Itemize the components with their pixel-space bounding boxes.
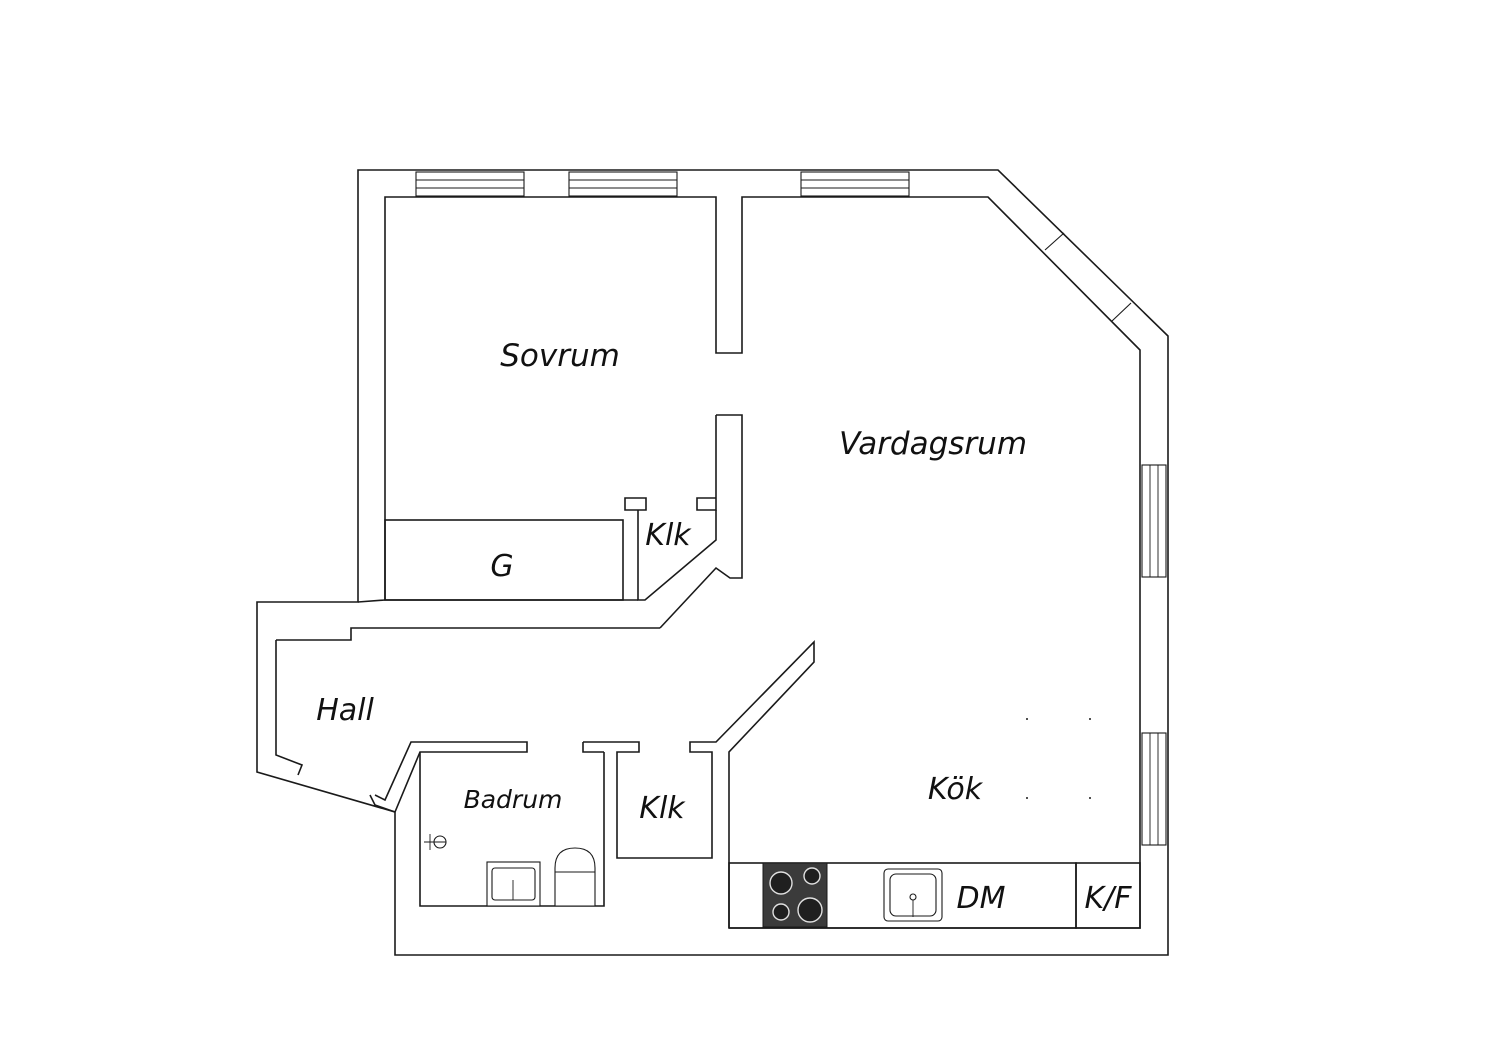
- label-klk-bedroom: Klk: [645, 518, 692, 553]
- kitchen-sink-icon: [883, 868, 943, 922]
- label-sovrum: Sovrum: [500, 338, 620, 374]
- window-right-2: [1141, 732, 1167, 846]
- hall-bottom-wall: [369, 794, 396, 813]
- exterior-wall-inner-top: [384, 196, 1141, 863]
- kitchen-markers: [1026, 718, 1091, 799]
- hall-top-wall: [276, 627, 660, 641]
- label-klk-hall: Klk: [639, 791, 686, 826]
- label-garderob: G: [490, 549, 513, 584]
- toilet-icon: [554, 847, 596, 907]
- shower-icon: [424, 834, 447, 850]
- bedroom-hall-wall: [357, 599, 638, 603]
- label-kyl-frys: K/F: [1084, 881, 1132, 916]
- window-right-1: [1141, 464, 1167, 578]
- hob-icon: [762, 862, 828, 928]
- label-diskmaskin: DM: [957, 881, 1006, 916]
- label-kok: Kök: [928, 772, 984, 807]
- exterior-wall-outer: [256, 169, 1169, 956]
- diagonal-wall-mark-1: [1044, 232, 1065, 251]
- hall-left-wall: [275, 640, 304, 776]
- label-hall: Hall: [316, 693, 374, 728]
- window-top-3: [800, 171, 910, 197]
- partition-wall-inner-edge: [696, 415, 717, 511]
- diagonal-wall-mark-2: [1111, 302, 1132, 322]
- kitchen-diagonal-wall: [712, 640, 815, 928]
- window-top-2: [568, 171, 678, 197]
- partition-wall-bedroom-living: [659, 414, 743, 629]
- fridge-freezer: [1075, 862, 1141, 929]
- bathroom-right-wall: [582, 742, 604, 753]
- bathroom-sink-icon: [486, 861, 541, 907]
- label-vardagsrum: Vardagsrum: [839, 426, 1027, 462]
- label-badrum: Badrum: [464, 785, 563, 814]
- window-top-1: [415, 171, 525, 197]
- closet-bedroom-wall: [624, 497, 717, 601]
- bathroom-door-stub: [583, 741, 713, 859]
